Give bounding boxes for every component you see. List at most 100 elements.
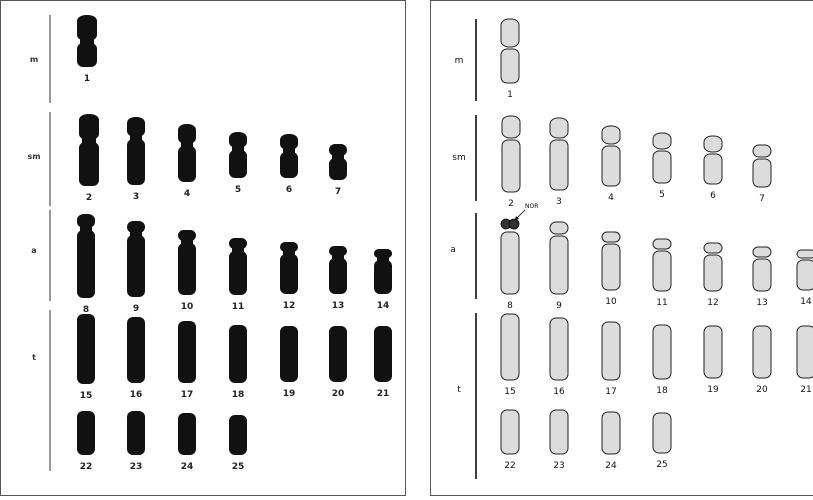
chromosome-number-14: 14 [377,301,390,311]
chromosome-number-7: 7 [759,194,765,204]
chromosome-number-2: 2 [86,193,92,203]
chromosome-9-p-arm [550,222,568,234]
chromosome-17: 17 [602,322,620,397]
chromosome-number-23: 23 [130,462,143,472]
chromosome-number-4: 4 [184,189,190,199]
chromosome-7-p-arm [753,145,771,157]
chromosome-number-13: 13 [332,301,345,311]
chromosome-7: 7 [753,145,771,204]
chromosome-25-body [653,413,671,453]
chromosome-1-p-arm [77,15,97,41]
chromosome-4: 4 [178,124,196,199]
chromosome-number-25: 25 [232,462,245,472]
group-label-t: t [457,385,461,395]
chromosome-1-p-arm [501,19,519,47]
chromosome-5-q-arm [653,151,671,183]
chromosome-9-q-arm [550,236,568,294]
chromosome-1: 1 [501,19,519,100]
chromosome-number-14: 14 [800,297,812,307]
chromosome-number-16: 16 [553,387,565,397]
chromosome-11-q-arm [653,251,671,291]
chromosome-9: 9 [550,222,568,311]
group-label-t: t [32,353,36,362]
chromosome-21: 21 [374,326,392,399]
chromosome-22: 22 [77,411,95,472]
chromosome-21: 21 [797,326,813,395]
chromosome-4-q-arm [602,146,620,186]
chromosome-20-body [329,326,347,382]
chromosome-number-20: 20 [756,385,768,395]
chromosome-14-p-arm [797,250,813,258]
chromosome-3-p-arm [550,118,568,138]
chromosome-number-15: 15 [504,387,515,397]
chromosome-2: 2 [502,116,520,209]
chromosome-16: 16 [127,317,145,400]
chromosome-18: 18 [229,325,247,400]
chromosome-10-q-arm [602,244,620,290]
chromosome-number-1: 1 [507,90,513,100]
chromosome-12-p-arm [704,243,722,253]
chromosome-number-24: 24 [605,461,617,471]
chromosome-18-body [229,325,247,383]
chromosome-13-p-arm [753,247,771,257]
chromosome-number-2: 2 [508,199,514,209]
chromosome-17-body [602,322,620,380]
chromosome-number-10: 10 [181,302,194,312]
chromosome-18-body [653,325,671,379]
chromosome-10-q-arm [178,243,196,295]
chromosome-4-p-arm [602,126,620,144]
chromosome-10: 10 [178,230,196,312]
chromosome-number-22: 22 [80,462,93,472]
chromosome-number-21: 21 [377,389,390,399]
chromosome-number-13: 13 [756,298,767,308]
chromosome-4: 4 [602,126,620,203]
chromosome-number-11: 11 [656,298,667,308]
chromosome-9-q-arm [127,235,145,297]
chromosome-2-p-arm [79,114,99,140]
chromosome-number-9: 9 [133,304,139,314]
chromosome-13-q-arm [753,259,771,291]
chromosome-18: 18 [653,325,671,396]
chromosome-number-23: 23 [553,461,564,471]
chromosome-17-body [178,321,196,383]
chromosome-25-body [229,415,247,455]
chromosome-14-q-arm [797,260,813,290]
chromosome-number-19: 19 [283,389,296,399]
chromosome-19-body [280,326,298,382]
chromosome-6-p-arm [280,134,298,150]
chromosome-16: 16 [550,318,568,397]
chromosome-12: 12 [704,243,722,308]
nor-satellite-right [509,219,519,229]
chromosome-20-body [753,326,771,378]
chromosome-4-p-arm [178,124,196,144]
chromosome-number-19: 19 [707,385,719,395]
chromosome-25: 25 [229,415,247,472]
chromosome-number-4: 4 [608,193,614,203]
chromosome-11-p-arm [653,239,671,249]
group-label-a: a [450,245,456,255]
chromosome-25: 25 [653,413,671,470]
nor-label: NOR [525,203,538,210]
chromosome-7: 7 [329,144,347,197]
chromosome-3: 3 [550,118,568,207]
chromosome-3: 3 [127,117,145,202]
chromosome-number-8: 8 [83,305,89,315]
chromosome-7-q-arm [329,158,347,180]
chromosome-10: 10 [602,232,620,307]
chromosome-24-body [178,413,196,455]
chromosome-14: 14 [797,250,813,307]
chromosome-number-18: 18 [656,386,668,396]
chromosome-2-q-arm [502,140,520,192]
chromosome-24-body [602,412,620,454]
chromosome-number-3: 3 [556,197,562,207]
chromosome-16-body [550,318,568,380]
chromosome-4-q-arm [178,146,196,182]
chromosome-23: 23 [550,410,568,471]
chromosome-number-10: 10 [605,297,617,307]
group-label-a: a [31,246,36,255]
chromosome-number-12: 12 [283,301,296,311]
chromosome-1-q-arm [77,43,97,67]
chromosome-23: 23 [127,411,145,472]
